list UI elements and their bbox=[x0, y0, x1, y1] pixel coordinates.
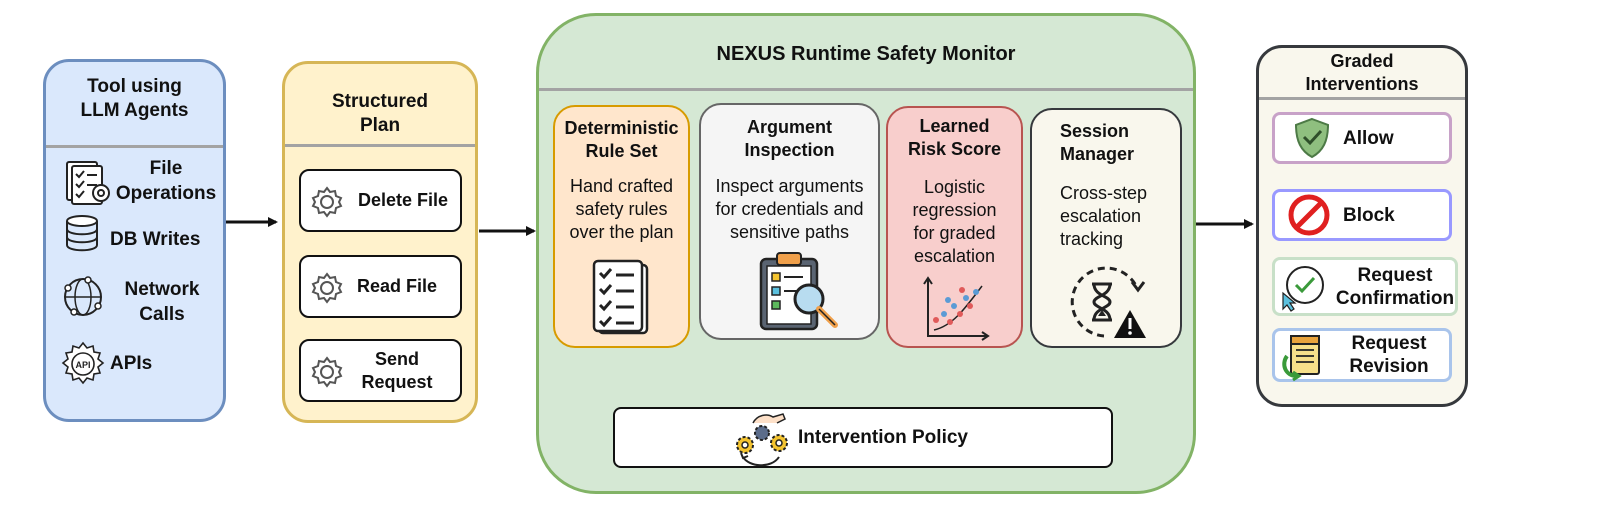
monitor-divider bbox=[539, 88, 1193, 91]
plan-divider bbox=[285, 144, 475, 147]
gear-icon bbox=[311, 356, 343, 388]
intervention-label: Request Revision bbox=[1349, 333, 1429, 377]
intervention-policy-box: Intervention Policy bbox=[613, 407, 1113, 468]
component-title: Learned Risk Score bbox=[907, 116, 1002, 159]
component-description: Logistic regression for graded escalatio… bbox=[912, 177, 997, 266]
intervention-request-confirmation: Request Confirmation bbox=[1272, 257, 1458, 316]
intervention-label: Allow bbox=[1343, 127, 1394, 149]
intervention-block: Block bbox=[1272, 189, 1452, 241]
gear-icon bbox=[311, 186, 343, 218]
component-description: Hand crafted safety rules over the plan bbox=[569, 176, 674, 242]
database-icon bbox=[66, 215, 98, 252]
component-argument-inspection: Argument Inspection Inspect arguments fo… bbox=[699, 103, 880, 340]
gear-icon bbox=[311, 272, 343, 304]
agents-panel: Tool using LLM Agents File Operations DB… bbox=[43, 59, 226, 422]
agent-item-apis: APIs bbox=[110, 353, 153, 374]
gears-hand-icon bbox=[736, 413, 788, 467]
component-session-manager: Session Manager Cross-step escalation tr… bbox=[1030, 108, 1182, 348]
network-icon bbox=[64, 276, 102, 316]
agent-item-db-writes: DB Writes bbox=[110, 229, 201, 250]
scatter-plot-icon bbox=[923, 276, 990, 341]
intervention-allow: Allow bbox=[1272, 112, 1452, 164]
agent-item-network-calls: Network Calls bbox=[124, 279, 200, 325]
plan-step-read-file: Read File bbox=[299, 255, 462, 318]
intervention-request-revision: Request Revision bbox=[1272, 328, 1452, 382]
interventions-panel: Graded Interventions Allow Block Request… bbox=[1256, 45, 1468, 407]
component-title: Deterministic Rule Set bbox=[564, 118, 679, 161]
plan-step-label: Delete File bbox=[357, 190, 449, 210]
hourglass-warning-icon bbox=[1070, 266, 1146, 338]
plan-step-label: Send Request bbox=[361, 348, 433, 392]
api-icon: API bbox=[61, 341, 105, 385]
component-description: Inspect arguments for credentials and se… bbox=[715, 176, 864, 242]
intervention-policy-label: Intervention Policy bbox=[798, 427, 968, 448]
agents-title: Tool using LLM Agents bbox=[80, 76, 189, 121]
intervention-label: Block bbox=[1343, 204, 1395, 226]
clipboard-magnifier-icon bbox=[759, 252, 838, 331]
component-description: Cross-step escalation tracking bbox=[1060, 183, 1148, 249]
component-title: Session Manager bbox=[1060, 121, 1135, 164]
interventions-title: Graded Interventions bbox=[1305, 51, 1419, 94]
document-revision-icon bbox=[1282, 335, 1320, 382]
component-title: Argument Inspection bbox=[744, 117, 835, 160]
checklist-icon bbox=[592, 259, 649, 335]
plan-step-send-request: Send Request bbox=[299, 339, 462, 402]
component-learned-risk-score: Learned Risk Score Logistic regression f… bbox=[886, 106, 1023, 348]
interventions-divider bbox=[1259, 97, 1465, 100]
plan-title: Structured Plan bbox=[331, 91, 429, 136]
file-operations-icon bbox=[66, 161, 110, 205]
plan-panel: Structured Plan Delete File Read File Se… bbox=[282, 61, 478, 423]
check-circle-cursor-icon bbox=[1282, 266, 1324, 312]
agents-divider bbox=[46, 145, 223, 148]
agent-item-file-operations: File Operations bbox=[115, 158, 217, 204]
monitor-panel: NEXUS Runtime Safety Monitor Determinist… bbox=[536, 13, 1196, 494]
plan-step-label: Read File bbox=[356, 276, 438, 296]
monitor-title: NEXUS Runtime Safety Monitor bbox=[716, 43, 1016, 65]
plan-step-delete-file: Delete File bbox=[299, 169, 462, 232]
component-deterministic-rule-set: Deterministic Rule Set Hand crafted safe… bbox=[553, 105, 690, 348]
intervention-label: Request Confirmation bbox=[1335, 264, 1455, 309]
shield-check-icon bbox=[1294, 117, 1330, 159]
block-icon bbox=[1288, 194, 1330, 236]
svg-text:API: API bbox=[75, 360, 90, 370]
